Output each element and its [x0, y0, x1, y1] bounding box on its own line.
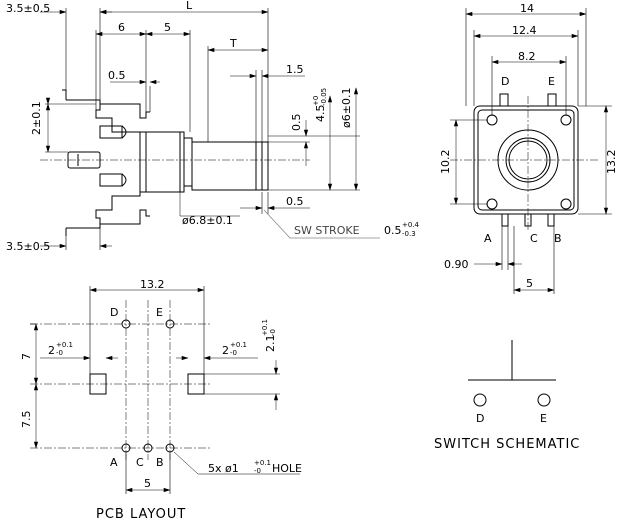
side-view-extension-lines [45, 8, 360, 250]
front-pin-E [547, 93, 557, 107]
pcb-dimension-lines [33, 287, 300, 493]
pcb-hole-E [165, 319, 175, 329]
dim-0-90: 0.90 [444, 258, 469, 271]
dim-L: L [186, 0, 193, 12]
dim-2-0-1: 2±0.1 [30, 101, 43, 135]
switch-schematic-title: SWITCH SCHEMATIC [434, 437, 580, 452]
svg-text:-0: -0 [254, 467, 261, 475]
front-label-C: C [530, 232, 538, 245]
pcb-hole-C [143, 443, 153, 453]
pcb-dim-13-2: 13.2 [140, 278, 165, 291]
svg-text:2: 2 [222, 344, 229, 357]
pcb-label-D: D [110, 306, 118, 319]
svg-text:-0.3: -0.3 [402, 230, 416, 238]
pcb-mount-pad-left [89, 373, 107, 395]
dim-0-5-mid: 0.5 [290, 114, 303, 132]
dim-T: T [229, 37, 237, 50]
switch-schematic: D E SWITCH SCHEMATIC [434, 340, 580, 452]
dim-5-front: 5 [526, 277, 533, 290]
pcb-dim-7-5: 7.5 [20, 411, 33, 429]
pcb-layout: 13.2 D E 7 7.5 2 +0.1 -0 2 +0.1 -0 2.1 +… [20, 278, 302, 522]
dim-1-5: 1.5 [286, 63, 304, 76]
switch-label-D: D [476, 412, 484, 425]
dim-phi6: ø6±0.1 [340, 88, 353, 128]
sw-stroke-value: 0.5 +0.4 -0.3 [384, 221, 420, 238]
pcb-dim-2-left: 2 +0.1 -0 [48, 341, 73, 357]
switch-terminal-D [473, 393, 487, 407]
front-label-B: B [554, 232, 562, 245]
front-label-E: E [548, 75, 555, 88]
svg-text:HOLE: HOLE [272, 462, 302, 475]
front-pin-D [499, 93, 509, 107]
dim-0-5-left: 0.5 [108, 69, 126, 82]
sw-stroke-leader [263, 209, 380, 239]
svg-text:+0: +0 [312, 96, 320, 106]
switch-label-E: E [540, 412, 547, 425]
svg-text:2: 2 [48, 344, 55, 357]
side-view-dimension-lines [40, 9, 359, 249]
pcb-extension-lines [30, 286, 280, 494]
svg-text:5x ø1: 5x ø1 [208, 462, 239, 475]
svg-text:+0.1: +0.1 [56, 341, 73, 349]
pcb-label-A: A [110, 456, 118, 469]
pcb-dim-2-1: 2.1 +0.1 -0 [261, 319, 277, 352]
corner-hole [560, 198, 572, 210]
svg-text:2.1: 2.1 [264, 335, 277, 353]
sw-stroke-label: SW STROKE [294, 224, 360, 237]
front-pin-A [501, 213, 509, 227]
front-view-dimension-lines [453, 11, 609, 293]
switch-terminal-E [537, 393, 551, 407]
pcb-label-E: E [156, 306, 163, 319]
dim-6: 6 [118, 21, 125, 34]
pcb-dim-2-right: 2 +0.1 -0 [222, 341, 247, 357]
svg-text:-0: -0 [269, 329, 277, 336]
pcb-layout-title: PCB LAYOUT [96, 507, 186, 522]
pcb-label-C: C [136, 456, 144, 469]
dim-4-5: 4.5 +0 -0.05 [312, 88, 328, 122]
corner-hole [486, 198, 498, 210]
pcb-dim-5: 5 [144, 477, 151, 490]
front-label-A: A [484, 232, 492, 245]
pcb-hole-D [121, 319, 131, 329]
svg-text:0.5: 0.5 [384, 224, 402, 237]
dim-3-5-bottom: 3.5±0.5 [6, 240, 50, 253]
front-view-extension-lines [450, 8, 612, 294]
dim-3-5-top: 3.5±0.5 [6, 2, 50, 15]
front-pin-C [524, 213, 532, 227]
svg-text:+0.4: +0.4 [402, 221, 420, 229]
side-view-body-outline [62, 89, 269, 236]
front-label-D: D [501, 75, 509, 88]
pcb-center-lines [30, 300, 210, 460]
dim-13-2: 13.2 [605, 150, 618, 175]
svg-text:+0.1: +0.1 [254, 459, 271, 467]
dim-14: 14 [520, 2, 534, 15]
svg-text:-0.05: -0.05 [320, 88, 328, 106]
dim-12-4: 12.4 [512, 24, 537, 37]
dim-0-5-bottom: 0.5 [286, 195, 304, 208]
svg-text:4.5: 4.5 [314, 105, 327, 123]
pcb-mount-pad-right [187, 373, 205, 395]
svg-text:+0.1: +0.1 [261, 319, 269, 336]
front-view: 14 12.4 8.2 D E 10.2 13.2 A C B 0.90 5 [439, 2, 618, 294]
front-pin-B [547, 213, 555, 227]
svg-text:-0: -0 [56, 349, 63, 357]
corner-hole [486, 114, 498, 126]
svg-text:-0: -0 [230, 349, 237, 357]
dim-phi6-8: ø6.8±0.1 [182, 214, 233, 227]
svg-text:+0.1: +0.1 [230, 341, 247, 349]
dim-5: 5 [164, 21, 171, 34]
dim-8-2: 8.2 [518, 50, 536, 63]
side-view: 3.5±0.5 L 6 5 T 0.5 1.5 2±0.1 0.5 4.5 +0… [6, 0, 420, 253]
pcb-label-B: B [156, 456, 164, 469]
pcb-dim-7: 7 [20, 353, 33, 360]
pcb-hole-note: 5x ø1 +0.1 -0 HOLE [208, 459, 302, 475]
dim-10-2: 10.2 [439, 150, 452, 175]
corner-hole [560, 114, 572, 126]
